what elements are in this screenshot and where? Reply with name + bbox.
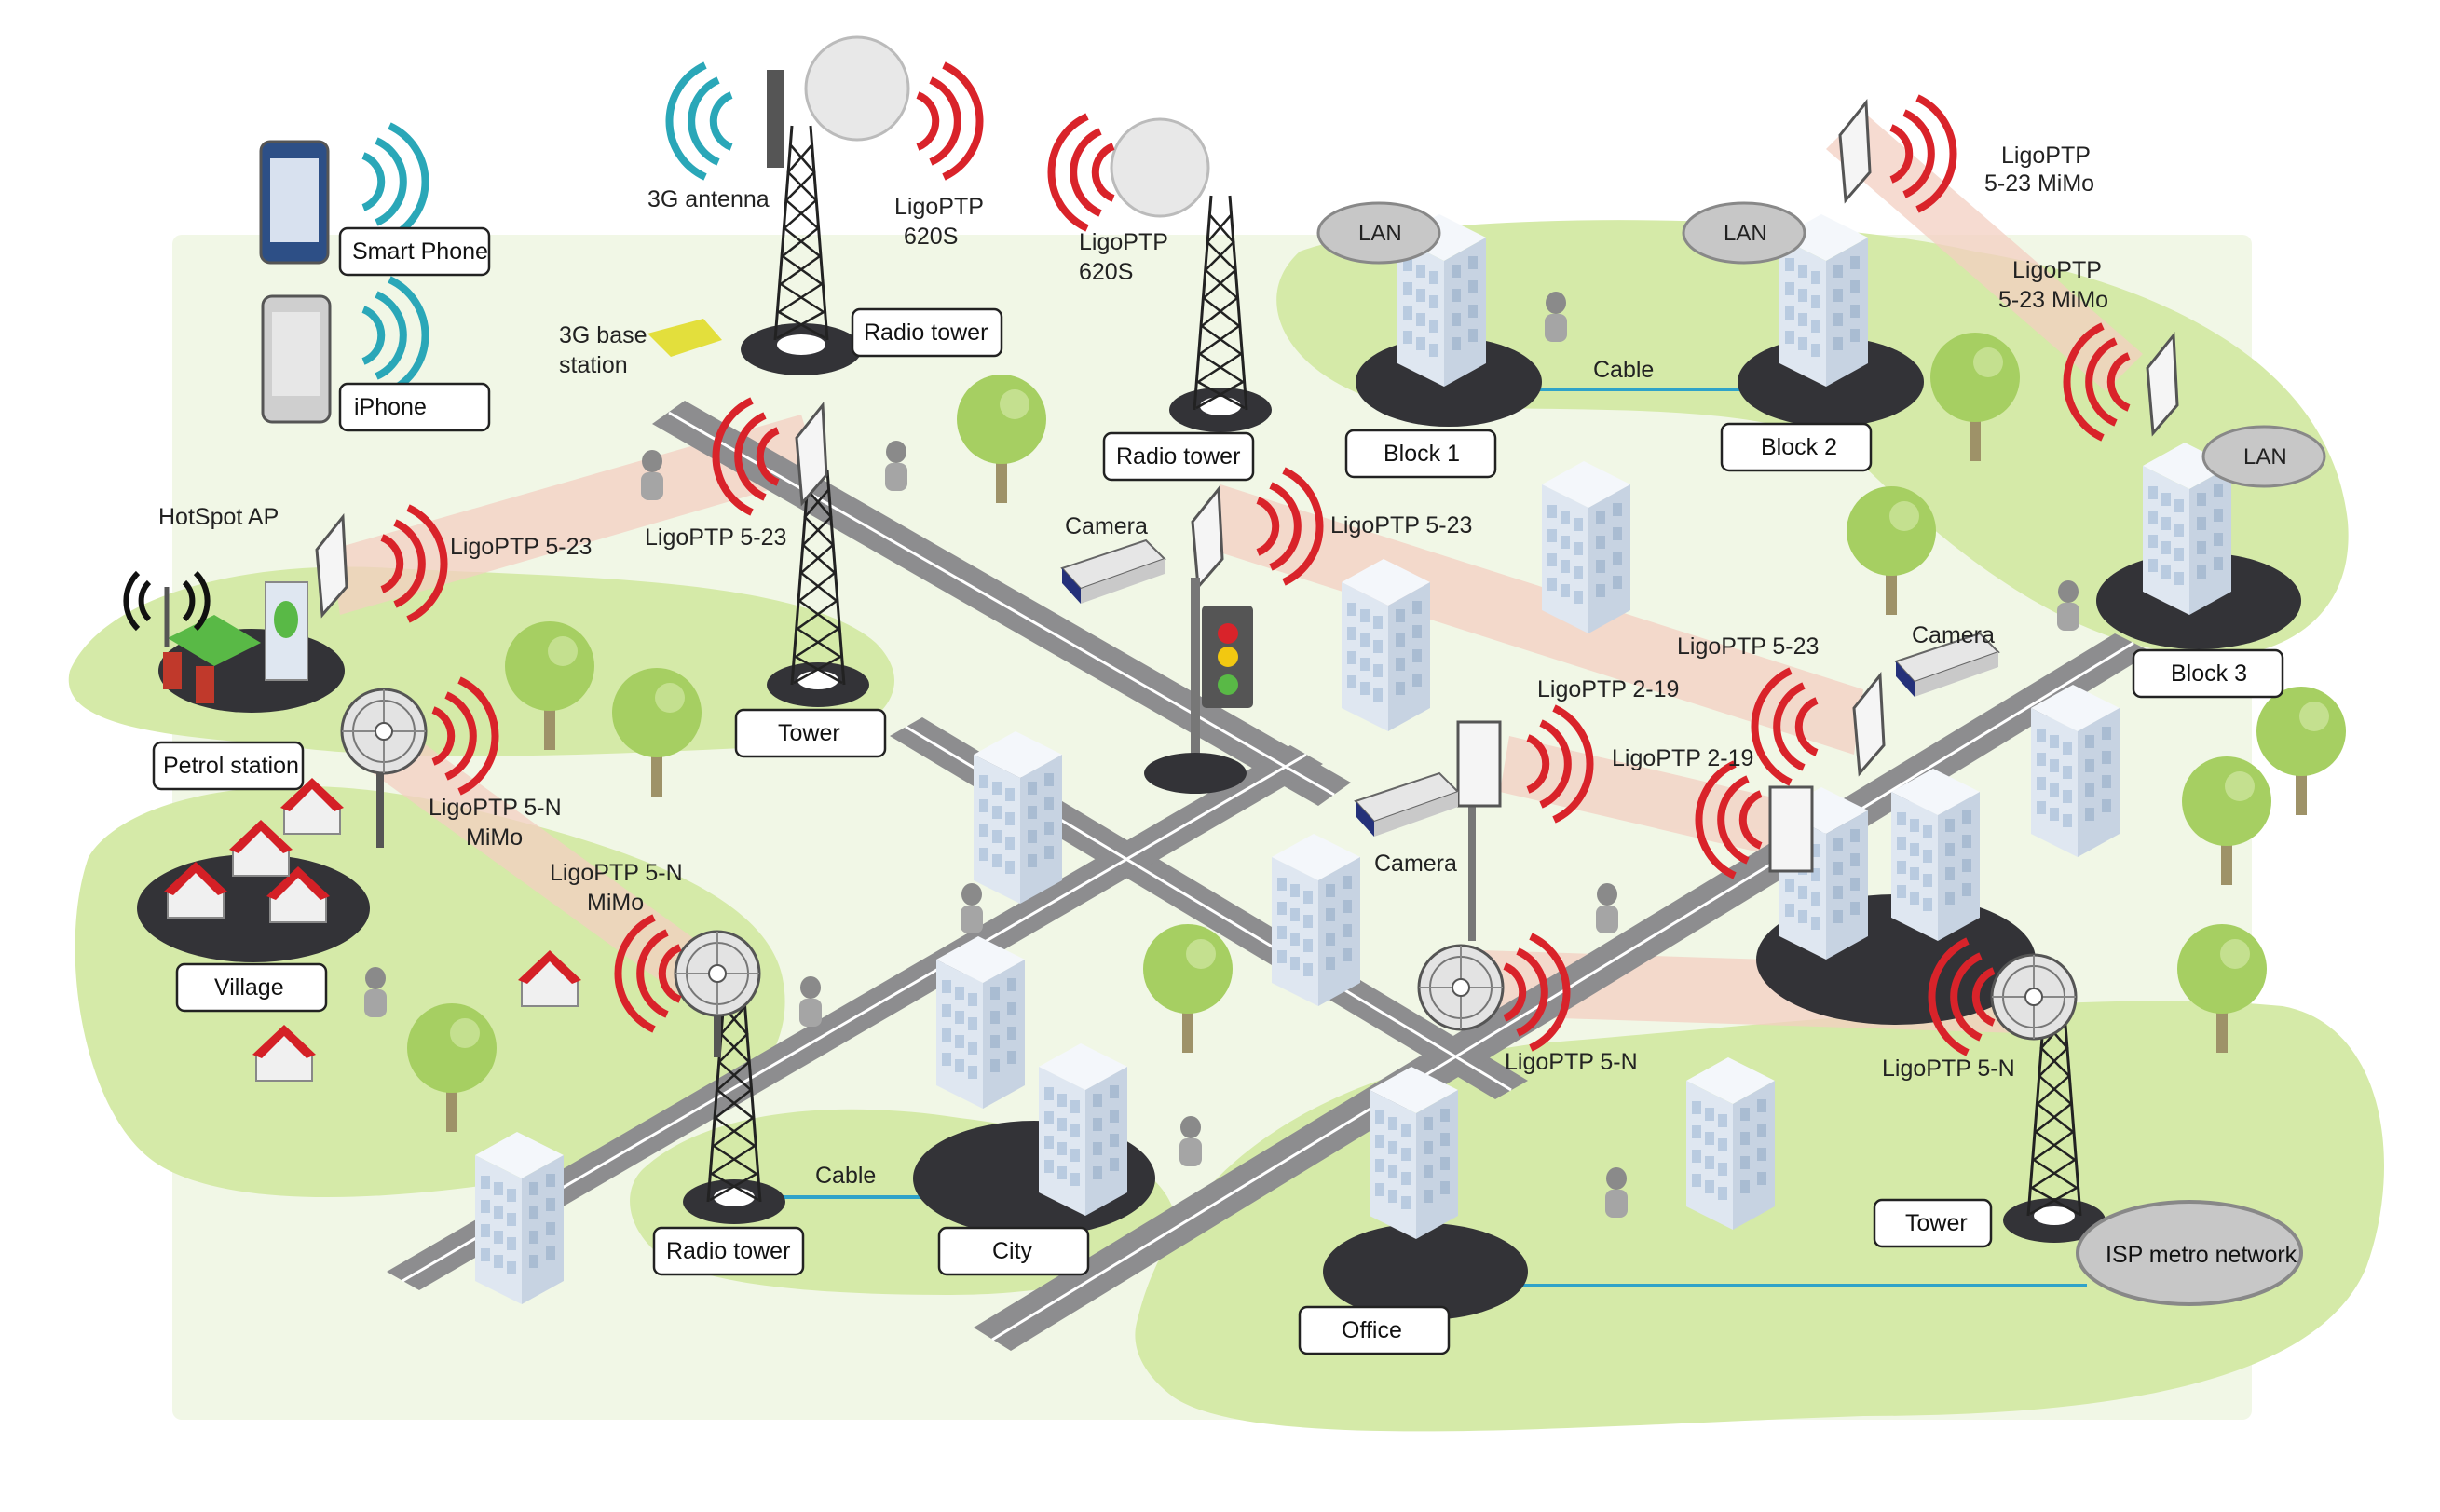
- lan-label-3: LAN: [2243, 444, 2287, 470]
- ligo-5n-mimo-a-2: MiMo: [466, 824, 523, 851]
- camera-label-3: Camera: [1374, 851, 1457, 877]
- 3g-base-label-2: station: [559, 352, 628, 378]
- ligo-5n-right: LigoPTP 5-N: [1882, 1056, 2015, 1082]
- block3-label: Block 3: [2171, 661, 2247, 687]
- towers: [683, 124, 2106, 1243]
- ligo-219-b: LigoPTP 2-19: [1612, 745, 1753, 771]
- phones: [259, 140, 332, 424]
- ligo-620s-a-2: 620S: [904, 224, 958, 250]
- hotspot-ap-label: HotSpot AP: [158, 504, 279, 530]
- ligo-5n-mimo-a-1: LigoPTP 5-N: [429, 795, 562, 821]
- city-label: City: [992, 1238, 1033, 1264]
- ligo-523-camera: LigoPTP 5-23: [1330, 512, 1472, 538]
- ligo-620s-b-1: LigoPTP: [1079, 229, 1168, 255]
- 3g-antenna-label: 3G antenna: [647, 186, 770, 212]
- office-label: Office: [1342, 1317, 1402, 1343]
- ligo-523-tower: LigoPTP 5-23: [645, 524, 786, 551]
- lan-label-2: LAN: [1724, 221, 1767, 246]
- camera-label-1: Camera: [1065, 513, 1148, 539]
- ligo-523-right: LigoPTP 5-23: [1677, 633, 1819, 660]
- 3g-base-label-1: 3G base: [559, 322, 647, 348]
- ligo-mimo-a-2: 5-23 MiMo: [1984, 170, 2094, 197]
- tower-right-label: Tower: [1905, 1210, 1968, 1236]
- cable-label-bottom: Cable: [815, 1163, 876, 1189]
- ligo-mimo-b-1: LigoPTP: [2012, 257, 2102, 283]
- ligo-5n-mimo-b-2: MiMo: [587, 890, 644, 916]
- village-label: Village: [214, 974, 284, 1001]
- radio-tower-top-label: Radio tower: [864, 320, 988, 346]
- ligo-mimo-a-1: LigoPTP: [2001, 143, 2091, 169]
- radio-tower-bottom-label: Radio tower: [666, 1238, 790, 1264]
- tower-left-label: Tower: [778, 720, 840, 746]
- ligo-523-left: LigoPTP 5-23: [450, 534, 592, 560]
- text-labels: Smart Phone iPhone 3G antenna 3G base st…: [158, 143, 2297, 1343]
- ligo-219-a: LigoPTP 2-19: [1537, 676, 1679, 702]
- lan-label-1: LAN: [1358, 221, 1402, 246]
- radio-tower-mid-label: Radio tower: [1116, 443, 1240, 470]
- label-boxes: [152, 226, 2284, 1355]
- hotspot-icon: [123, 570, 211, 647]
- camera-label-2: Camera: [1912, 622, 1995, 648]
- block2-label: Block 2: [1761, 434, 1837, 460]
- petrol-station-label: Petrol station: [163, 753, 299, 779]
- smart-phone-label: Smart Phone: [352, 238, 488, 265]
- cables: [773, 388, 2087, 1287]
- ligo-5n-mimo-b-1: LigoPTP 5-N: [550, 860, 683, 886]
- ligo-5n-office: LigoPTP 5-N: [1505, 1049, 1638, 1075]
- iphone-label: iPhone: [354, 394, 427, 420]
- petrol-station: [163, 581, 308, 703]
- ligo-mimo-b-2: 5-23 MiMo: [1998, 287, 2108, 313]
- ligo-620s-b-2: 620S: [1079, 259, 1133, 285]
- antennas: [315, 35, 2179, 1057]
- signal-waves: [123, 65, 2129, 1053]
- block1-label: Block 1: [1384, 441, 1460, 467]
- lan-clouds: [1316, 201, 2326, 1306]
- isp-label: ISP metro network: [2106, 1242, 2297, 1268]
- cable-label-top: Cable: [1593, 357, 1654, 383]
- ligo-620s-a-1: LigoPTP: [894, 194, 984, 220]
